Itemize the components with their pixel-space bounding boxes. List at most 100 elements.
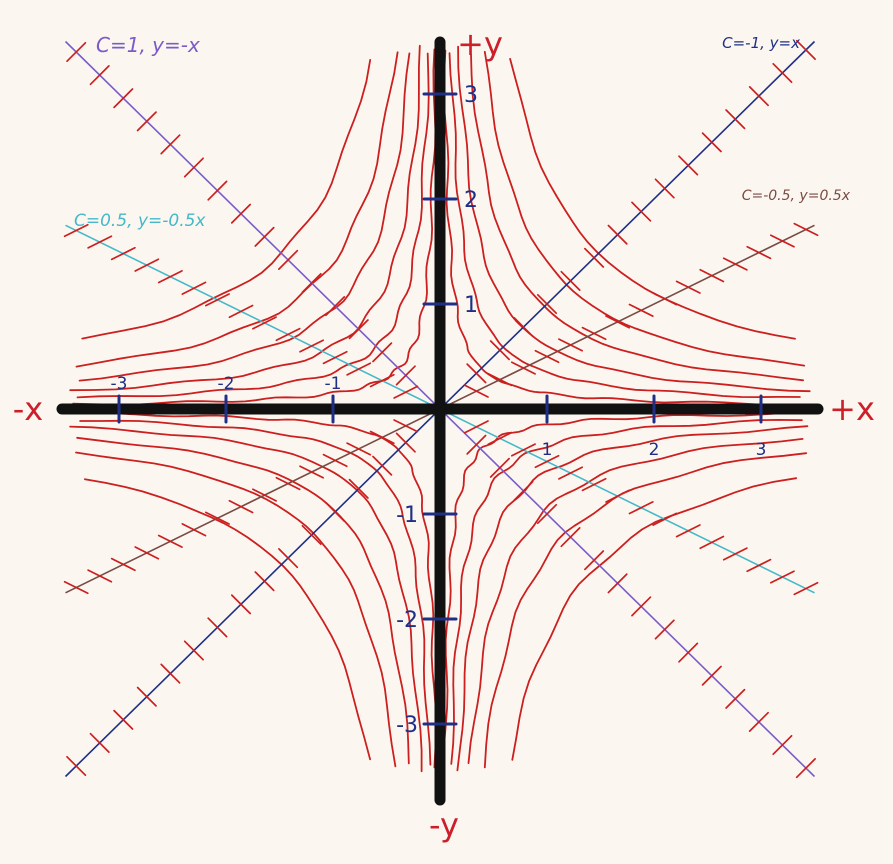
y-tick-label: -3 (396, 713, 418, 738)
slope-mark (748, 711, 769, 732)
x-tick-label: 3 (756, 440, 767, 460)
slope-mark (369, 430, 395, 445)
slope-mark (675, 524, 701, 538)
slope-mark (301, 524, 322, 546)
slope-mark (278, 548, 299, 569)
y-tick-label: 1 (464, 293, 478, 318)
slope-mark (510, 361, 536, 375)
solution-curve (79, 419, 432, 766)
slope-mark (275, 327, 301, 342)
slope-mark (675, 280, 701, 294)
slope-mark (160, 663, 181, 684)
slope-mark (607, 573, 628, 594)
isocline-label: C=-1, y=x (722, 34, 800, 52)
slope-mark (793, 222, 819, 237)
solution-curve (470, 53, 804, 382)
slope-mark (136, 111, 157, 132)
slope-mark (654, 619, 675, 640)
slope-mark (793, 581, 819, 596)
slope-mark (487, 372, 513, 387)
isocline-label: C=0.5, y=-0.5x (74, 211, 206, 231)
slope-mark (89, 65, 110, 86)
x-negative-label: -x (13, 390, 43, 428)
slope-mark (136, 686, 157, 707)
slope-mark (181, 281, 207, 295)
slope-mark (725, 688, 746, 709)
slope-mark (181, 523, 207, 537)
y-tick-label: -2 (396, 608, 418, 633)
slope-mark (584, 247, 605, 268)
slope-mark (134, 258, 160, 272)
slope-mark (204, 293, 230, 307)
y-tick-label: 2 (464, 188, 478, 213)
y-positive-label: +y (457, 25, 503, 63)
slope-mark (652, 512, 678, 526)
slope-mark (346, 442, 372, 456)
slope-mark (87, 235, 113, 249)
slope-mark (322, 350, 348, 365)
slope-mark (254, 571, 275, 592)
slope-mark (325, 296, 346, 317)
slope-mark (584, 550, 605, 571)
slope-mark (748, 86, 769, 107)
slope-mark (252, 316, 277, 330)
axes (56, 36, 824, 806)
slope-mark (207, 180, 228, 201)
slope-mark (605, 489, 631, 503)
x-tick-label: -1 (325, 374, 342, 394)
slope-mark (87, 569, 113, 583)
slope-mark (463, 384, 489, 398)
slope-mark (63, 223, 89, 238)
slope-mark (299, 339, 325, 353)
slope-mark (652, 292, 678, 306)
x-tick-label: -2 (218, 374, 235, 394)
slope-mark (769, 570, 795, 584)
slope-mark (510, 443, 536, 457)
slope-mark (489, 340, 510, 361)
slope-mark (466, 434, 487, 455)
slope-mark (463, 420, 489, 434)
slope-mark (230, 203, 252, 224)
x-tick-label: 2 (649, 440, 660, 460)
slope-mark (254, 226, 275, 247)
slope-mark (395, 432, 416, 453)
slope-mark (346, 362, 372, 376)
slope-mark (110, 557, 136, 572)
solution-curve (448, 52, 801, 399)
slope-mark (393, 419, 419, 433)
x-positive-label: +x (829, 390, 875, 428)
slope-mark (393, 385, 419, 399)
slope-mark (372, 455, 393, 476)
slope-mark (63, 580, 89, 595)
slope-mark (183, 640, 204, 661)
slope-mark (534, 349, 560, 364)
slope-mark (558, 338, 584, 352)
slope-mark (278, 249, 299, 270)
slope-mark (299, 465, 325, 479)
slope-mark (701, 132, 722, 153)
slope-mark (322, 453, 348, 468)
slope-mark (772, 62, 793, 84)
slope-mark (369, 373, 395, 388)
slope-mark (252, 488, 277, 502)
slope-mark (325, 501, 346, 522)
x-tick-label: 1 (542, 440, 553, 460)
slope-mark (466, 363, 487, 384)
slope-mark (699, 535, 725, 550)
slope-mark (558, 466, 584, 480)
slope-mark (769, 234, 795, 248)
slope-mark (395, 365, 416, 386)
slope-mark (746, 245, 772, 260)
slope-mark (66, 755, 87, 777)
slope-mark (795, 39, 816, 60)
slope-mark (134, 546, 160, 560)
slope-mark (348, 478, 369, 499)
slope-mark (581, 477, 607, 492)
slope-mark (275, 476, 301, 491)
slope-mark (605, 315, 631, 329)
solution-curve (509, 58, 796, 340)
solution-curve (84, 478, 372, 761)
slope-mark (489, 457, 510, 478)
